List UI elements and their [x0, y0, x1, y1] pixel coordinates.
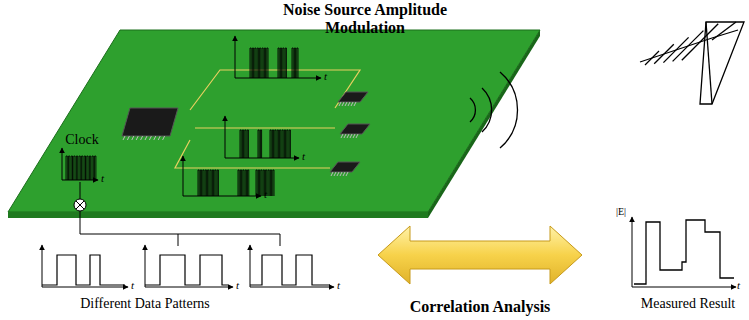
group-caption: Measured Result: [641, 296, 735, 312]
waveform-axis: [183, 196, 261, 197]
ic-chip: [340, 124, 370, 138]
chip-body: [330, 162, 360, 172]
trace: [175, 140, 330, 168]
waveform-axis: [225, 116, 226, 158]
multiplier-symbol: [74, 182, 280, 246]
chip-pins: [123, 136, 165, 140]
axis-label: t: [236, 279, 239, 292]
chip-pins: [341, 134, 358, 138]
multiplier-circle: [74, 199, 86, 211]
data-drop: [280, 234, 281, 246]
pattern-axis: [145, 287, 233, 288]
wave-arc: [470, 98, 475, 122]
antenna-element: [673, 31, 704, 62]
trace: [195, 127, 335, 128]
multiplier-cross: [76, 201, 84, 209]
trace: [190, 70, 360, 110]
mast-brace: [712, 22, 736, 40]
chip-body: [338, 92, 368, 102]
clock-feed: [80, 182, 81, 199]
pattern-axis: [250, 287, 334, 288]
pulse-burst: [66, 156, 96, 180]
data-drop: [178, 234, 179, 246]
result-axis: [632, 287, 736, 288]
antenna-element: [654, 44, 674, 64]
correlation-arrow: [378, 226, 582, 284]
clock-label: Clock: [65, 132, 98, 148]
result-axis: [632, 217, 633, 287]
pattern-axis: [145, 245, 146, 287]
data-pattern: [42, 255, 125, 285]
axis-label: t: [737, 279, 740, 292]
antenna-mast: [700, 22, 744, 104]
pcb-board: [8, 30, 540, 218]
waveform-axis: [183, 156, 184, 196]
axis-label: t: [324, 70, 327, 83]
chip-pins: [331, 172, 348, 176]
pattern-axis: [250, 245, 251, 287]
board-side: [428, 30, 540, 218]
measured-waveform: [634, 220, 734, 284]
group-caption: Different Data Patterns: [80, 296, 210, 312]
antenna-elements: [645, 24, 718, 65]
antenna: [640, 22, 744, 104]
data-pattern: [250, 255, 330, 285]
ic-chip: [338, 92, 368, 106]
axis-label: t: [337, 279, 340, 292]
wave-arc: [500, 72, 518, 148]
process-label: Correlation Analysis: [410, 298, 551, 316]
pulse-burst: [198, 170, 274, 196]
axis-label: |E|: [616, 206, 626, 218]
data-bus: [80, 211, 280, 234]
axis-label: t: [101, 172, 104, 185]
ic-chips: [122, 92, 370, 176]
pulse-burst: [240, 130, 290, 158]
multiplier-cross: [76, 201, 84, 209]
ic-chip: [122, 108, 178, 140]
waveform-axis: [235, 36, 236, 78]
antenna-element: [682, 24, 718, 60]
pattern-axis: [42, 287, 128, 288]
radio-waves: [470, 72, 518, 148]
ic-chip: [330, 162, 360, 176]
double-arrow: [378, 226, 582, 284]
pulse-burst: [250, 48, 298, 78]
antenna-element: [645, 51, 659, 65]
chip-body: [340, 124, 370, 134]
axis-label: t: [131, 279, 134, 292]
wave-arc: [482, 88, 492, 132]
chip-body: [122, 108, 178, 136]
board-top: [8, 30, 540, 212]
axis-label: t: [302, 150, 305, 163]
data-pattern: [145, 255, 228, 285]
figure-title: Noise Source Amplitude Modulation: [265, 1, 465, 37]
board-edge: [8, 212, 428, 218]
pcb-traces: [175, 70, 360, 168]
axis-label: t: [264, 188, 267, 201]
clock-axis: [62, 148, 63, 180]
signal-waveforms: [42, 36, 736, 287]
pattern-axis: [42, 245, 43, 287]
chip-pins: [339, 102, 356, 106]
